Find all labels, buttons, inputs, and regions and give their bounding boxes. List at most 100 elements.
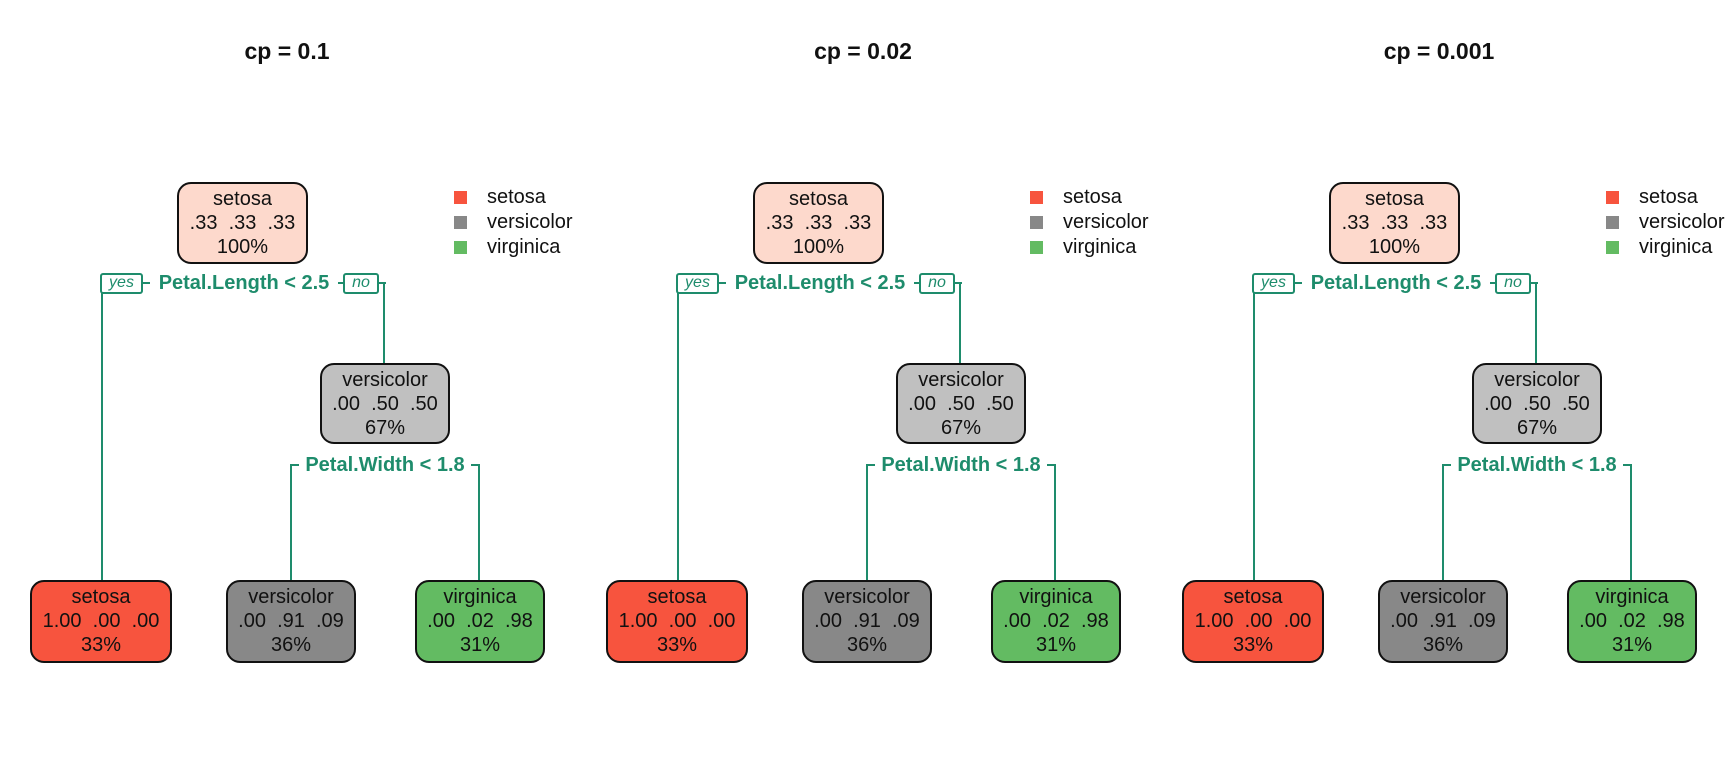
panel-title: cp = 0.001 xyxy=(1383,38,1495,64)
legend-swatch-icon xyxy=(1030,191,1043,204)
node-class: setosa xyxy=(71,586,131,608)
legend-swatch-icon xyxy=(1030,241,1043,254)
node-class: virginica xyxy=(443,586,517,608)
split2-label: Petal.Width < 1.8 xyxy=(299,454,471,476)
leaf-node-setosa: setosa 1.00 .00 .00 33% xyxy=(30,580,172,663)
leaf-node-versicolor: versicolor .00 .91 .09 36% xyxy=(1378,580,1508,663)
node-probs: .00 .50 .50 xyxy=(1484,393,1590,415)
node-probs: 1.00 .00 .00 xyxy=(42,610,160,632)
node-class: setosa xyxy=(1223,586,1283,608)
split2-right-line xyxy=(478,464,480,581)
inner-node: versicolor .00 .50 .50 67% xyxy=(896,363,1026,444)
node-class: virginica xyxy=(1019,586,1093,608)
yes-branch-line xyxy=(101,283,103,581)
node-class: setosa xyxy=(213,188,272,210)
node-class: versicolor xyxy=(1494,369,1580,391)
node-class: setosa xyxy=(789,188,848,210)
legend-label: versicolor xyxy=(1639,211,1725,233)
legend-label: setosa xyxy=(1639,186,1698,208)
node-percent: 67% xyxy=(1516,417,1558,439)
node-percent: 100% xyxy=(216,236,269,258)
no-tag: no xyxy=(919,273,955,294)
leaf-node-versicolor: versicolor .00 .91 .09 36% xyxy=(802,580,932,663)
node-class: setosa xyxy=(1365,188,1424,210)
node-probs: .00 .91 .09 xyxy=(238,610,344,632)
node-class: virginica xyxy=(1595,586,1669,608)
node-class: setosa xyxy=(647,586,707,608)
legend-swatch-icon xyxy=(454,216,467,229)
legend-label: versicolor xyxy=(1063,211,1149,233)
split1-label: Petal.Length < 2.5 xyxy=(150,272,338,294)
node-probs: 1.00 .00 .00 xyxy=(1194,610,1312,632)
split2-right-line xyxy=(1630,464,1632,581)
root-node: setosa .33 .33 .33 100% xyxy=(177,182,308,264)
split2-left-line xyxy=(1442,464,1444,581)
legend-swatch-icon xyxy=(1606,241,1619,254)
leaf-node-setosa: setosa 1.00 .00 .00 33% xyxy=(606,580,748,663)
node-percent: 100% xyxy=(1368,236,1421,258)
no-branch-line xyxy=(959,283,961,364)
node-class: versicolor xyxy=(918,369,1004,391)
panel-title: cp = 0.02 xyxy=(814,38,912,64)
legend-label: virginica xyxy=(1063,236,1137,258)
node-probs: .00 .91 .09 xyxy=(814,610,920,632)
node-percent: 36% xyxy=(1422,634,1464,656)
legend-label: virginica xyxy=(1639,236,1713,258)
node-percent: 67% xyxy=(364,417,406,439)
legend-label: virginica xyxy=(487,236,561,258)
legend-swatch-icon xyxy=(1606,216,1619,229)
node-percent: 36% xyxy=(270,634,312,656)
legend-swatch-icon xyxy=(1606,191,1619,204)
tree-panel-1: cp = 0.1 setosa .33 .33 .33 100% Petal.L… xyxy=(0,0,576,768)
node-percent: 31% xyxy=(1611,634,1653,656)
yes-branch-line xyxy=(677,283,679,581)
node-probs: .00 .02 .98 xyxy=(1003,610,1109,632)
node-probs: .00 .50 .50 xyxy=(332,393,438,415)
no-branch-line xyxy=(383,283,385,364)
legend-label: setosa xyxy=(1063,186,1122,208)
split1-label: Petal.Length < 2.5 xyxy=(726,272,914,294)
tree-panel-3: cp = 0.001 setosa .33 .33 .33 100% Petal… xyxy=(1152,0,1728,768)
node-percent: 31% xyxy=(1035,634,1077,656)
node-probs: .00 .50 .50 xyxy=(908,393,1014,415)
node-percent: 100% xyxy=(792,236,845,258)
split2-right-line xyxy=(1054,464,1056,581)
yes-tag: yes xyxy=(1252,273,1295,294)
node-probs: .33 .33 .33 xyxy=(189,212,296,234)
legend-label: versicolor xyxy=(487,211,573,233)
node-percent: 67% xyxy=(940,417,982,439)
legend-swatch-icon xyxy=(454,241,467,254)
node-percent: 31% xyxy=(459,634,501,656)
node-class: versicolor xyxy=(824,586,910,608)
leaf-node-setosa: setosa 1.00 .00 .00 33% xyxy=(1182,580,1324,663)
split1-label: Petal.Length < 2.5 xyxy=(1302,272,1490,294)
yes-branch-line xyxy=(1253,283,1255,581)
leaf-node-virginica: virginica .00 .02 .98 31% xyxy=(415,580,545,663)
node-probs: .00 .02 .98 xyxy=(427,610,533,632)
node-class: versicolor xyxy=(248,586,334,608)
node-class: versicolor xyxy=(1400,586,1486,608)
node-percent: 33% xyxy=(656,634,698,656)
inner-node: versicolor .00 .50 .50 67% xyxy=(1472,363,1602,444)
split2-left-line xyxy=(290,464,292,581)
legend-swatch-icon xyxy=(1030,216,1043,229)
node-probs: .33 .33 .33 xyxy=(765,212,872,234)
no-tag: no xyxy=(343,273,379,294)
no-branch-line xyxy=(1535,283,1537,364)
panel-title: cp = 0.1 xyxy=(244,38,330,64)
legend-swatch-icon xyxy=(454,191,467,204)
node-probs: 1.00 .00 .00 xyxy=(618,610,736,632)
leaf-node-virginica: virginica .00 .02 .98 31% xyxy=(1567,580,1697,663)
root-node: setosa .33 .33 .33 100% xyxy=(753,182,884,264)
legend-label: setosa xyxy=(487,186,546,208)
node-probs: .00 .02 .98 xyxy=(1579,610,1685,632)
tree-panel-2: cp = 0.02 setosa .33 .33 .33 100% Petal.… xyxy=(576,0,1152,768)
root-node: setosa .33 .33 .33 100% xyxy=(1329,182,1460,264)
split2-label: Petal.Width < 1.8 xyxy=(1451,454,1623,476)
split2-label: Petal.Width < 1.8 xyxy=(875,454,1047,476)
inner-node: versicolor .00 .50 .50 67% xyxy=(320,363,450,444)
yes-tag: yes xyxy=(676,273,719,294)
node-percent: 33% xyxy=(80,634,122,656)
node-percent: 36% xyxy=(846,634,888,656)
node-probs: .00 .91 .09 xyxy=(1390,610,1496,632)
